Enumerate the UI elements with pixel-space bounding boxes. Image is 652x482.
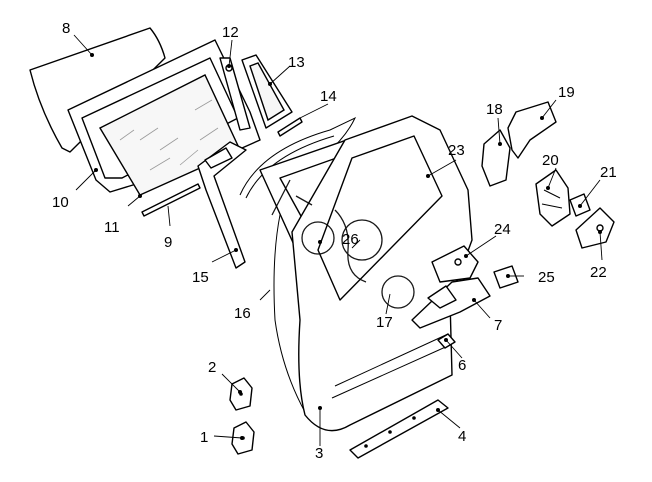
part-3-door-shell xyxy=(291,115,473,432)
leader-lines xyxy=(73,34,603,446)
part-7-lock-mechanism xyxy=(411,277,491,329)
callout-26: 26 xyxy=(342,231,359,248)
callout-12: 12 xyxy=(222,24,239,41)
part-9-rod xyxy=(141,183,201,217)
callout-16: 16 xyxy=(234,305,251,322)
callout-13: 13 xyxy=(288,54,305,71)
callout-4: 4 xyxy=(458,428,466,445)
callout-18: 18 xyxy=(486,101,503,118)
callout-22: 22 xyxy=(590,264,607,281)
part-13-vent-glass xyxy=(241,54,293,129)
callout-dots xyxy=(90,53,602,440)
callout-8: 8 xyxy=(62,20,70,37)
callout-10: 10 xyxy=(52,194,69,211)
callout-19: 19 xyxy=(558,84,575,101)
part-8-outer-glass xyxy=(29,27,166,153)
callout-3: 3 xyxy=(315,445,323,462)
callout-17: 17 xyxy=(376,314,393,331)
callout-2: 2 xyxy=(208,359,216,376)
part-15-pillar xyxy=(197,141,247,269)
callout-7: 7 xyxy=(494,317,502,334)
part-14-clip-strip xyxy=(277,117,303,137)
callout-14: 14 xyxy=(320,88,337,105)
part-20-latch xyxy=(535,169,571,227)
callout-11: 11 xyxy=(104,219,120,236)
callout-1: 1 xyxy=(200,429,208,446)
callout-6: 6 xyxy=(458,357,466,374)
callout-21: 21 xyxy=(600,164,617,181)
callout-labels: 1 2 3 4 6 7 8 9 10 11 12 13 14 15 16 17 … xyxy=(52,20,617,462)
callout-15: 15 xyxy=(192,269,209,286)
callout-9: 9 xyxy=(164,234,172,251)
part-25-pad xyxy=(493,265,519,289)
part-18-bracket xyxy=(481,129,511,187)
callout-25: 25 xyxy=(538,269,555,286)
callout-23: 23 xyxy=(448,142,465,159)
part-4-sill-strip xyxy=(349,399,449,459)
watermark-logo xyxy=(271,179,415,309)
callout-20: 20 xyxy=(542,152,559,169)
callout-24: 24 xyxy=(494,221,511,238)
part-19-cover xyxy=(507,101,557,159)
part-2-hinge xyxy=(229,377,253,411)
